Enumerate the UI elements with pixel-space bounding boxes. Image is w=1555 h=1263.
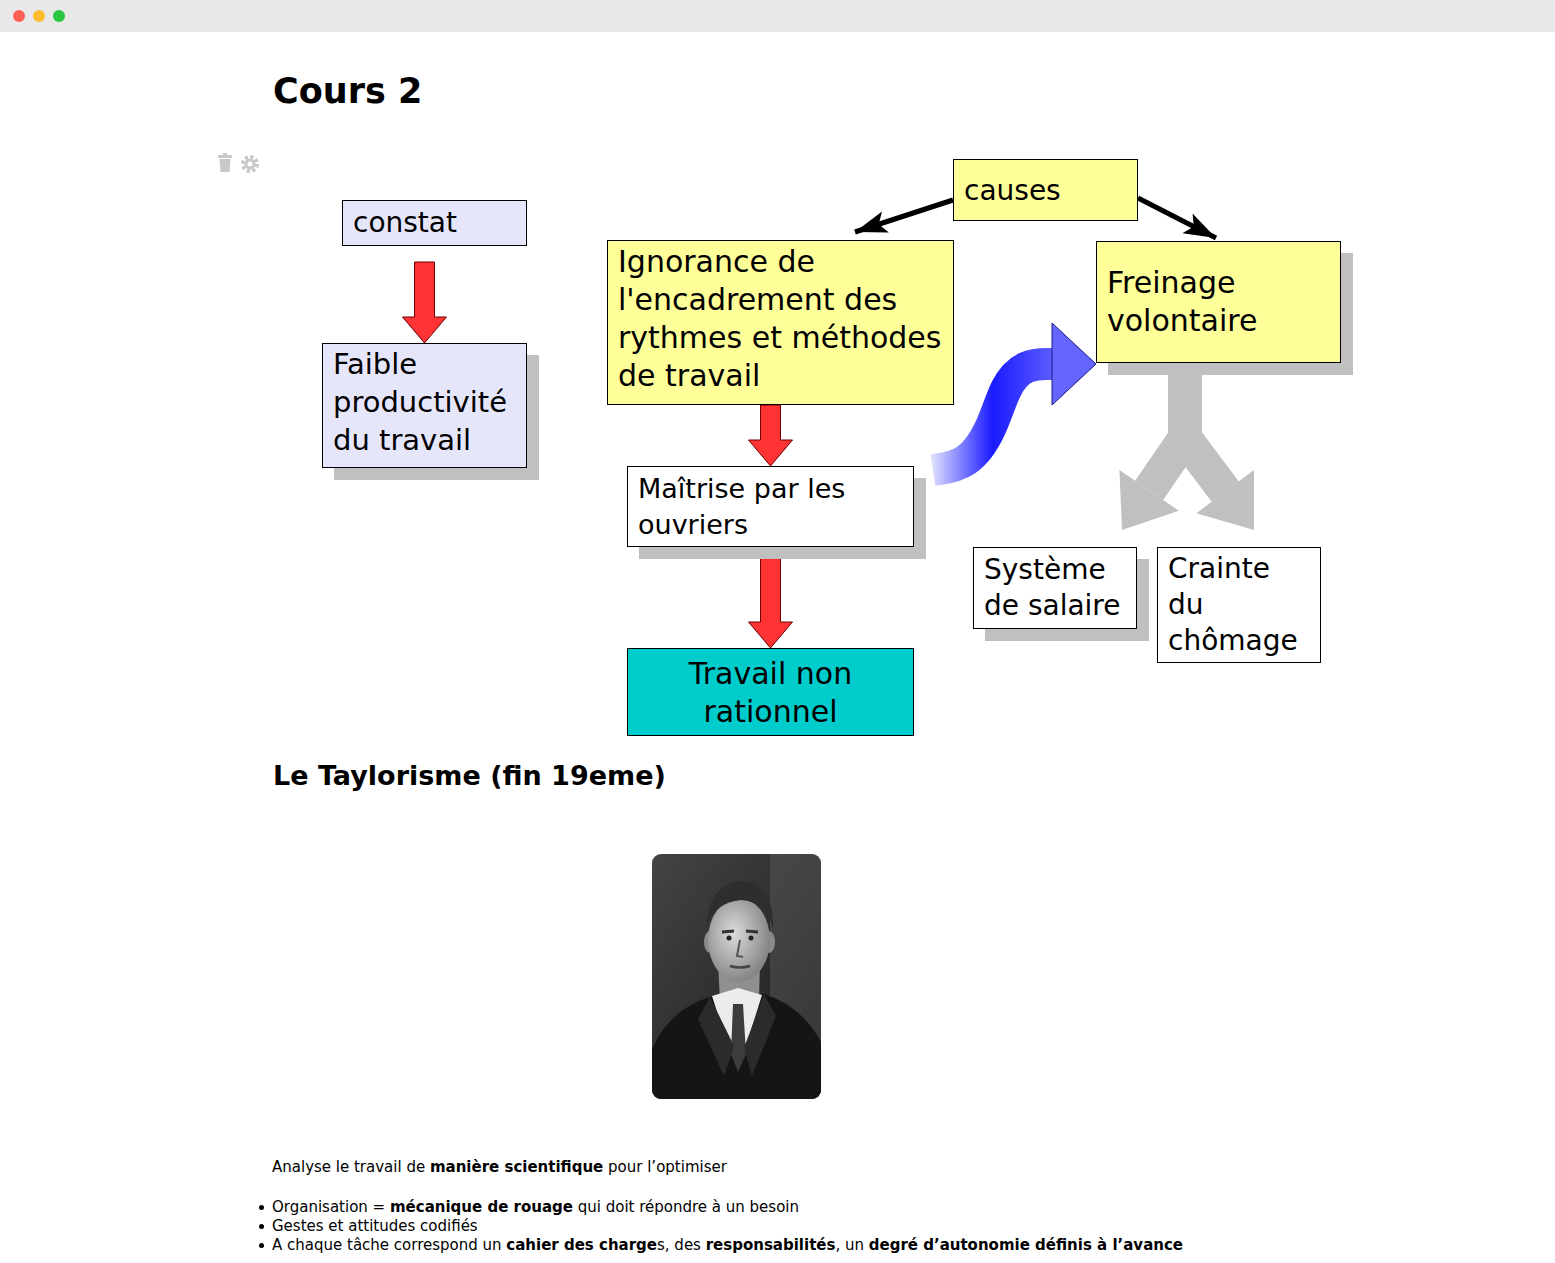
cause-box: Ignorance de l'encadrement des rythmes e… bbox=[607, 240, 954, 405]
cause-box: Freinage volontaire bbox=[1096, 241, 1341, 363]
node-text: Travail non rationnel bbox=[638, 655, 903, 731]
constat-box: constat bbox=[342, 200, 527, 246]
process-box: Maîtrise par les ouvriers bbox=[627, 466, 914, 547]
edit-icons bbox=[0, 0, 270, 180]
connector bbox=[749, 405, 793, 466]
block-arrow bbox=[749, 405, 793, 466]
bold-text: degré d’autonomie définis à l’avance bbox=[869, 1236, 1183, 1254]
bullet-dot bbox=[259, 1224, 264, 1229]
arrow-line bbox=[855, 200, 953, 232]
node-text: Crainte du chômage bbox=[1168, 551, 1310, 659]
gear-icon bbox=[243, 157, 257, 171]
node-text: constat bbox=[353, 204, 516, 242]
text-line: Analyse le travail de manière scientifiqu… bbox=[272, 1158, 727, 1177]
connector bbox=[1138, 198, 1216, 238]
factor-box: Système de salaire bbox=[973, 547, 1137, 629]
cause-header-box: causes bbox=[953, 159, 1138, 221]
bold-text: mécanique de rouage bbox=[390, 1198, 573, 1216]
arrow-head bbox=[1119, 470, 1178, 530]
arrow-line bbox=[1138, 198, 1216, 238]
window-chrome bbox=[0, 0, 1555, 32]
node-text: Système de salaire bbox=[984, 552, 1126, 624]
body-text: , un bbox=[835, 1236, 864, 1254]
node-text: Freinage volontaire bbox=[1107, 264, 1330, 340]
bullet-dot bbox=[259, 1243, 264, 1248]
block-arrow bbox=[403, 262, 447, 343]
trash-icon bbox=[218, 153, 232, 172]
body-text: A chaque tâche correspond un bbox=[272, 1236, 502, 1254]
close-dot bbox=[13, 10, 25, 22]
bold-text: manière scientifique bbox=[430, 1158, 603, 1176]
section-heading: Le Taylorisme (fin 19eme) bbox=[273, 760, 666, 791]
bullet-line: Gestes et attitudes codifiés bbox=[272, 1217, 478, 1236]
connector bbox=[933, 323, 1096, 470]
bullet-line: Organisation = mécanique de rouage qui doi… bbox=[272, 1198, 799, 1217]
result-box: Faible productivité du travail bbox=[322, 343, 527, 468]
bold-text: cahier des charge bbox=[506, 1236, 657, 1254]
arrow-head bbox=[1052, 323, 1096, 405]
body-text: qui doit répondre à un besoin bbox=[578, 1198, 799, 1216]
factor-box: Crainte du chômage bbox=[1157, 547, 1321, 663]
block-arrow bbox=[749, 547, 793, 648]
connector bbox=[855, 200, 953, 232]
arrow-head bbox=[1196, 470, 1254, 530]
connector bbox=[1185, 363, 1254, 530]
body-text: Organisation = bbox=[272, 1198, 385, 1216]
body-text: pour l’optimiser bbox=[608, 1158, 727, 1176]
node-text: causes bbox=[964, 172, 1127, 210]
bold-text: responsabilités bbox=[706, 1236, 836, 1254]
portrait-photo bbox=[652, 854, 821, 1099]
title-bar bbox=[0, 0, 1555, 32]
node-text: Faible productivité du travail bbox=[333, 345, 516, 459]
body-text: s, des bbox=[657, 1236, 701, 1254]
body-text: Analyse le travail de bbox=[272, 1158, 425, 1176]
bullet-line: A chaque tâche correspond uncahier des c… bbox=[272, 1236, 1183, 1255]
connector bbox=[403, 262, 447, 343]
node-text: Ignorance de l'encadrement des rythmes e… bbox=[618, 243, 943, 395]
text-line: Le Taylorisme (fin 19eme) bbox=[273, 762, 666, 789]
minimize-dot bbox=[33, 10, 45, 22]
zoom-dot bbox=[53, 10, 65, 22]
body-text: Gestes et attitudes codifiés bbox=[272, 1217, 478, 1235]
outcome-box: Travail non rationnel bbox=[627, 648, 914, 736]
connector bbox=[749, 547, 793, 648]
split-arrow bbox=[1185, 363, 1225, 492]
page-title: Cours 2 bbox=[273, 74, 422, 109]
node-text: Maîtrise par les ouvriers bbox=[638, 471, 903, 543]
bullet-dot bbox=[259, 1205, 264, 1210]
